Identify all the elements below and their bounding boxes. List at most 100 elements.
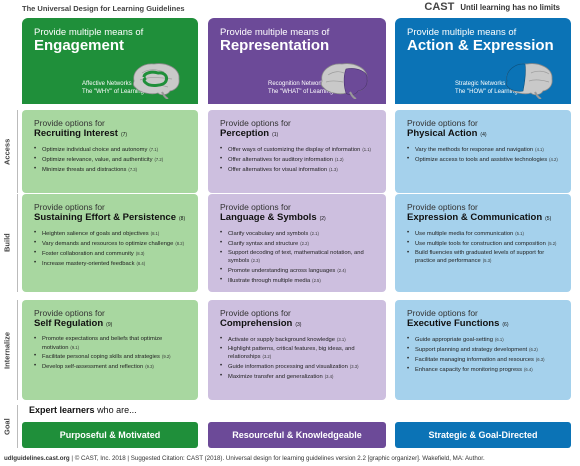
checkpoint-item: •Facilitate managing information and res… xyxy=(407,356,561,365)
checkpoint-text: Build fluencies with graduated levels of… xyxy=(415,249,545,265)
checkpoint-number: (7.3) xyxy=(128,166,138,172)
checkpoint-item: •Maximize transfer and generalization(3.… xyxy=(220,373,376,382)
bullet-icon: • xyxy=(34,165,37,172)
checkpoint-text: Highlight patterns, critical features, b… xyxy=(228,345,355,361)
action-pm: Provide multiple means of xyxy=(407,27,517,38)
bullet-icon: • xyxy=(220,336,223,342)
guideline-title: Recruiting Interest(7) xyxy=(34,128,188,139)
checkpoint-text: Optimize access to tools and assistive t… xyxy=(415,156,548,163)
bullet-icon: • xyxy=(220,239,223,246)
checkpoint-number: (7.1) xyxy=(149,147,158,152)
action-network-question: The "HOW" of Learning xyxy=(455,88,518,95)
cast-tagline: Until learning has no limits xyxy=(460,3,560,12)
provide-options-label: Provide options for xyxy=(34,202,105,212)
row-divider-internalize xyxy=(17,300,18,400)
checkpoint-item: •Clarify syntax and structure(2.2) xyxy=(220,240,376,249)
checkpoint-number: (2.5) xyxy=(312,278,321,284)
top-bar: The Universal Design for Learning Guidel… xyxy=(0,0,580,18)
checkpoint-text: Promote understanding across languages xyxy=(228,268,336,275)
checkpoint-number: (4.2) xyxy=(549,156,558,162)
checkpoint-number: (5.2) xyxy=(547,240,557,246)
checkpoint-number: (9.1) xyxy=(70,344,80,350)
goal-resourceful: Resourceful & Knowledgeable xyxy=(208,422,386,448)
checkpoint-text: Foster collaboration and community xyxy=(42,250,134,257)
guideline-title: Perception(1) xyxy=(220,128,376,139)
checkpoint-number: (9.3) xyxy=(145,364,154,370)
checkpoint-number: (6.3) xyxy=(535,356,545,362)
action-title: Action & Expression xyxy=(407,37,554,54)
provide-options-label: Provide options for xyxy=(407,118,478,128)
checkpoint-number: (8.3) xyxy=(135,250,145,256)
guideline-title-text: Comprehension xyxy=(220,318,293,329)
goal-heading-rest: who are... xyxy=(97,405,137,415)
row-label-build: Build xyxy=(2,233,12,253)
checkpoint-item: •Minimize threats and distractions(7.3) xyxy=(34,166,188,175)
bullet-icon: • xyxy=(220,373,223,380)
brain-affective-icon xyxy=(128,59,184,100)
checkpoint-number: (5.1) xyxy=(515,231,524,236)
guideline-number: (2) xyxy=(319,216,326,222)
checkpoint-list: • Optimize individual choice and autonomy… xyxy=(34,146,188,174)
action-network: Strategic Networks The "HOW" of Learning xyxy=(455,81,518,96)
checkpoint-number: (7.2) xyxy=(154,156,164,162)
bullet-icon: • xyxy=(220,230,223,236)
brain-recognition-icon xyxy=(316,59,372,100)
bullet-icon: • xyxy=(34,259,37,266)
goal-strategic: Strategic & Goal-Directed xyxy=(395,422,571,448)
row-divider-goal xyxy=(17,405,18,448)
footer-url-link[interactable]: udlguidelines.cast.org xyxy=(4,455,70,462)
guideline-title-text: Language & Symbols xyxy=(220,212,317,223)
engagement-network-name: Affective Networks xyxy=(82,81,132,87)
cast-logo[interactable]: CAST xyxy=(424,1,455,13)
checkpoint-number: (1.3) xyxy=(329,166,338,172)
checkpoint-text: Promote expectations and beliefs that op… xyxy=(42,336,163,351)
checkpoint-number: (8.1) xyxy=(150,231,160,236)
checkpoint-number: (4.1) xyxy=(535,147,544,152)
checkpoint-item: •Build fluencies with graduated levels o… xyxy=(407,250,561,266)
bullet-icon: • xyxy=(407,336,410,342)
guideline-title: Executive Functions(6) xyxy=(407,318,561,329)
checkpoint-text: Develop self-assessment and reflection xyxy=(42,364,144,371)
checkpoint-text: Vary the methods for response and naviga… xyxy=(415,147,534,153)
checkpoint-item: •Offer alternatives for auditory informa… xyxy=(220,156,376,165)
row-label-goal: Goal xyxy=(2,418,12,435)
provide-options-label: Provide options for xyxy=(220,118,291,128)
checkpoint-text: Optimize individual choice and autonomy xyxy=(42,147,148,153)
bullet-icon: • xyxy=(220,345,223,352)
checkpoint-list: •Heighten salience of goals and objectiv… xyxy=(34,230,188,268)
guideline-title-text: Recruiting Interest xyxy=(34,128,118,139)
bullet-icon: • xyxy=(407,239,410,246)
checkpoint-list: •Guide appropriate goal-setting(6.1)•Sup… xyxy=(407,336,561,374)
bullet-icon: • xyxy=(34,230,37,236)
goal-heading: Expert learners who are... xyxy=(29,405,137,415)
checkpoint-item: • Optimize access to tools and assistive … xyxy=(407,156,561,165)
checkpoint-number: (8.4) xyxy=(136,260,146,266)
bullet-icon: • xyxy=(34,239,37,246)
representation-header: Provide multiple means of Representation… xyxy=(208,18,386,104)
checkpoint-number: (6.2) xyxy=(529,346,538,352)
bullet-icon: • xyxy=(220,277,223,284)
provide-options-label: Provide options for xyxy=(407,202,478,212)
checkpoint-number: (5.3) xyxy=(482,258,492,264)
checkpoint-number: (1.1) xyxy=(362,147,371,152)
provide-options-label: Provide options for xyxy=(34,308,105,318)
brain-strategic-icon xyxy=(501,59,557,100)
bullet-icon: • xyxy=(220,165,223,172)
checkpoint-text: Clarify vocabulary and symbols xyxy=(228,231,309,237)
guideline-number: (9) xyxy=(106,322,113,328)
checkpoint-text: Use multiple media for communication xyxy=(415,231,514,237)
checkpoint-list: •Promote expectations and beliefs that o… xyxy=(34,336,188,372)
checkpoint-list: • Vary the methods for response and navig… xyxy=(407,146,561,164)
engagement-network: Affective Networks The "WHY" of Learning xyxy=(82,81,144,96)
bullet-icon: • xyxy=(407,155,410,162)
representation-network: Recognition Networks The "WHAT" of Learn… xyxy=(268,81,333,96)
bullet-icon: • xyxy=(34,249,37,256)
checkpoint-text: Clarify syntax and structure xyxy=(228,240,299,247)
checkpoint-text: Vary demands and resources to optimize c… xyxy=(42,240,174,247)
